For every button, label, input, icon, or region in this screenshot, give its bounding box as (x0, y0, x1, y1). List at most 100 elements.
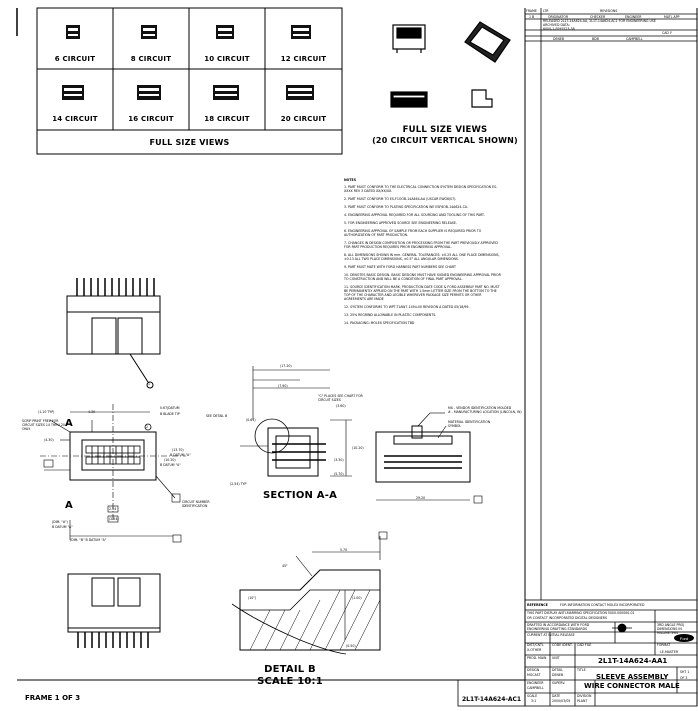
dim-label: (DIM. "B" B DATUM "A" (70, 538, 107, 542)
note-11: 11. SOURCE IDENTIFICATION MARK, PRODUCTI… (344, 285, 500, 301)
section-a-a-title: SECTION A-A (262, 490, 338, 501)
detail-b (231, 531, 388, 655)
tb-division-lbl: DIVISION (577, 694, 592, 698)
tb-drafted-1: DRAFTED IN ACCORDANCE WITH FORD (527, 623, 590, 627)
rev-line-2: ARCHIVED DATA: (543, 23, 570, 27)
tb-design-val: MOCAST (527, 673, 541, 677)
notes-block: NOTES 1. PART MUST CONFORM TO THE ELECTR… (344, 178, 504, 325)
full-size-caption-1: FULL SIZE VIEWS (402, 125, 488, 135)
rev-header-ltr: LTR (543, 9, 549, 13)
rev-name-3: CAMPBELL (626, 37, 643, 41)
tb-format-val: LE-MASTER (660, 650, 679, 654)
tb-detail-lbl: DETAIL (552, 668, 564, 672)
dim-label: (10°) (248, 596, 257, 600)
dim-label: (DIM. "A") (52, 520, 68, 524)
rev-name-1: DENEB (553, 37, 565, 41)
dim-label: (10.20) (164, 458, 176, 462)
dim-label: (5.70) (334, 472, 344, 476)
front-view (66, 278, 161, 389)
rear-view (375, 412, 483, 504)
tb-eng-lbl: ENGINEER (527, 681, 544, 685)
title-block (457, 599, 698, 707)
tb-third-angle-1: 3RD ANGLE PROJ (657, 623, 685, 627)
dim-label: B BLADE TIP (160, 412, 180, 416)
note-5: 5. FOR ENGINEERING APPROVED SOURCE SEE E… (344, 221, 457, 225)
tb-division-val: PLANT (577, 699, 588, 703)
tb-sheet-1: SHT 1 (680, 670, 690, 674)
tb-unit: UNIT (552, 656, 560, 660)
rev-col-originator: ORIGINATOR (548, 15, 569, 19)
dim-label: (0.61) (246, 418, 256, 422)
note-13: 13. 25% REGRIND ALLOWABLE IN PLASTIC COM… (344, 313, 437, 317)
note-1: 1. PART MUST CONFORM TO THE ELECTRICAL C… (344, 185, 498, 193)
document-number: 2L1T-14A624-AC1 (462, 696, 522, 703)
frame-label: FRAME 1 OF 3 (25, 694, 81, 702)
rev-header-revisions: REVISIONS (600, 9, 618, 13)
note-4: 4. ENGINEERING APPROVAL REQUIRED FOR ALL… (344, 213, 485, 217)
dim-label: (3.60) (336, 404, 346, 408)
full-size-caption-2: (20 CIRCUIT VERTICAL SHOWN) (372, 136, 518, 145)
tb-part-number: 2L1T-14A624-AA1 (598, 657, 668, 665)
detail-b-scale: SCALE 10:1 (257, 676, 323, 687)
dim-label: 2.54 (109, 507, 117, 511)
dim-label: # - MANUFACTURING LOCATION (LINCOLN, IN) (448, 410, 522, 414)
note-12: 12. SYSTEM CONFORMS TO WPT-T1AW7-1494-00… (344, 305, 470, 309)
cell-12-circuit: 12 CIRCUIT (280, 55, 327, 63)
rev-header-frame: FRAME (526, 9, 537, 13)
dim-label: "C" PLACES SEE CHART FOR CIRCUIT SIZES (318, 394, 363, 402)
rev-col-matl: MATL APP (664, 15, 680, 19)
dim-label: MATERIAL IDENTIFICATION SYMBOL (448, 420, 491, 428)
note-9: 9. PART MUST MATE WITH FORD HARNESS PART… (344, 265, 456, 269)
tb-reference: REFERENCE (527, 603, 548, 607)
dim-label: B DATUM "A" (170, 453, 191, 457)
dim-label: (7.90) (278, 384, 288, 388)
tb-date-lbl: DATE (552, 694, 561, 698)
dim-label: (1.00) (352, 596, 362, 600)
dim-label: (4.30) (44, 438, 54, 442)
bottom-view (67, 573, 161, 648)
dim-label: SEE DETAIL B (206, 414, 228, 418)
callout-number: 2 (146, 425, 149, 429)
dim-label: 45° (282, 564, 288, 568)
notes-title: NOTES (344, 178, 357, 182)
tb-scale-val: 3:1 (531, 699, 537, 703)
tb-super-lbl: SUPERV. (552, 681, 566, 685)
full-size-views (390, 21, 511, 108)
callout-number: 1 (148, 382, 151, 386)
tb-contact: FOR INFORMATION CONTACT MOLEX INCORPORAT… (560, 603, 645, 607)
tb-third-angle-3: MILLIMETERS (657, 631, 679, 635)
dim-label: (10.20) (352, 446, 364, 450)
tb-title-lbl: TITLE (577, 668, 586, 672)
tb-sheet-2: OF 3 (680, 676, 688, 680)
rev-col-engineer: ENGINEER (625, 15, 642, 19)
dim-label: 29.20 (416, 496, 426, 500)
rev-letter: 1 B (529, 15, 535, 19)
note-8: 8. ALL DIMENSIONS SHOWN IN mm. GENERAL T… (344, 253, 500, 261)
section-a-a (240, 366, 352, 477)
tb-eng-val: CAMPBELL (527, 686, 544, 690)
dim-label: (2.54) (109, 517, 119, 521)
note-6: 6. ENGINEERING APPROVAL OF SAMPLE FROM E… (344, 229, 482, 237)
revision-block (525, 8, 697, 600)
note-3: 3. PART MUST CONFORM TO PLATING SPECIFIC… (344, 205, 468, 209)
tb-design-lbl: DESIGN (527, 668, 540, 672)
note-2: 2. PART MUST CONFORM TO ES-F1OOB-14A464-… (344, 197, 457, 201)
dim-label: 4.30 (88, 410, 96, 414)
cell-6-circuit: 6 CIRCUIT (54, 55, 96, 63)
note-14: 14. PACKAGING: MOLEX SPECIFICATION TBD (344, 321, 415, 325)
detail-b-title: DETAIL B (264, 664, 316, 675)
dim-label: CIRCUIT NUMBER IDENTIFICATION (182, 500, 210, 508)
rev-col-checker: CHECKER (590, 15, 606, 19)
cell-16-circuit: 16 CIRCUIT (128, 115, 174, 123)
tb-scale-lbl: SCALE (527, 694, 538, 698)
tb-dist-val: X-OTHER (527, 648, 542, 652)
dim-label: (2.54) TYP (230, 482, 247, 486)
dim-label: (1.10 TYP) (38, 410, 55, 414)
tb-prod: PROD. MAIN (527, 656, 547, 660)
note-10: 10. DENOTES BASIC DESIGN. BASIC DESIGNS … (344, 273, 501, 281)
dim-label: 5.70 (340, 548, 348, 552)
rev-line-3: 6000-1-F095523-58 (543, 27, 575, 31)
dim-label: B DATUM "A" (52, 525, 73, 529)
tb-title-1: SLEEVE ASSEMBLY (596, 673, 669, 681)
cell-10-circuit: 10 CIRCUIT (204, 55, 250, 63)
